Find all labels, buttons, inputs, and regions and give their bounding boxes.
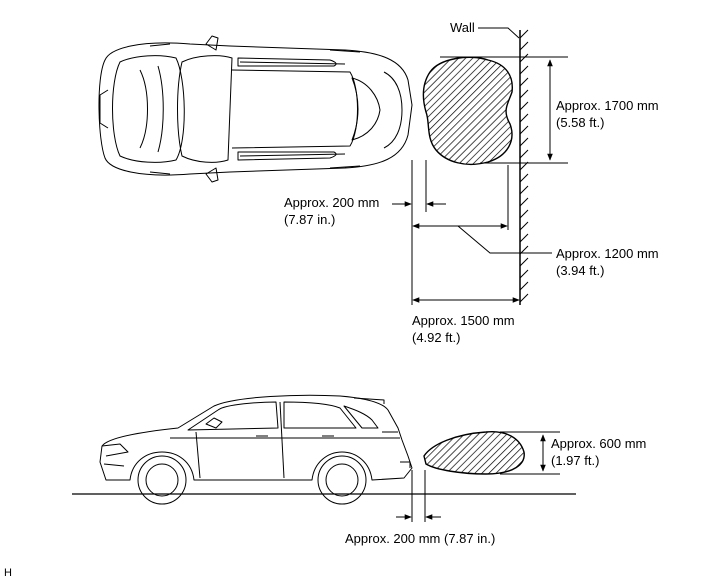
dist-1500-mm-label: Approx. 1500 mm (412, 313, 515, 328)
height-600-ft-label: (1.97 ft.) (551, 453, 600, 468)
dist-1200-ft-label: (3.94 ft.) (556, 263, 605, 278)
gap-left-mm-label: Approx. 200 mm (284, 195, 380, 210)
top-width-ft-label: (5.58 ft.) (556, 115, 605, 130)
corner-code: H (4, 567, 12, 579)
gap-left-in-label: (7.87 in.) (284, 212, 336, 227)
dist-1500-ft-label: (4.92 ft.) (412, 330, 461, 345)
height-600-mm-label: Approx. 600 mm (551, 436, 647, 451)
car-side-view (99, 394, 413, 505)
detection-area-top (422, 56, 513, 166)
detection-area-side (423, 431, 525, 475)
gap-bottom-label: Approx. 200 mm (7.87 in.) (345, 531, 496, 546)
wall-label: Wall (450, 20, 475, 35)
dist-1200-mm-label: Approx. 1200 mm (556, 246, 659, 261)
car-top-view (98, 35, 413, 183)
top-width-mm-label: Approx. 1700 mm (556, 98, 659, 113)
wall (519, 29, 529, 305)
